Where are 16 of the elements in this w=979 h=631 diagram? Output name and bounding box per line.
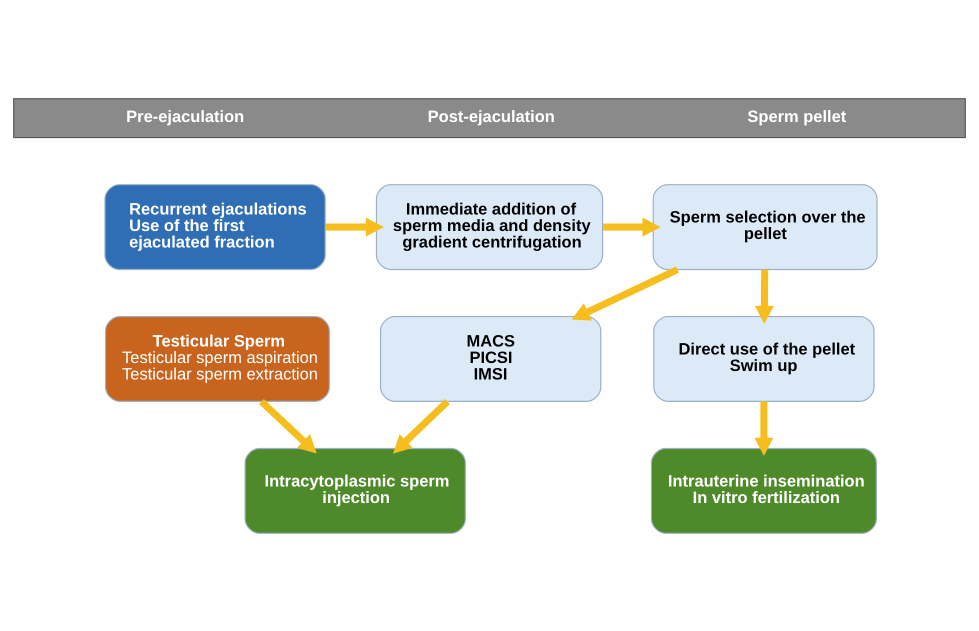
node-box: Sperm selection over the pellet — [652, 184, 878, 270]
arrow — [754, 269, 774, 324]
node-box: Immediate addition of sperm media and density gradient centrifugation — [376, 184, 604, 270]
node-box: Testicular Sperm Testicular sperm aspiration Testicular sperm extraction — [104, 316, 330, 402]
node-box: Intrauterine insemination In vitro fertilization — [650, 447, 877, 534]
arrow — [326, 217, 384, 236]
node-box: Direct use of the pellet Swim up — [653, 316, 875, 402]
arrow — [393, 398, 450, 454]
arrow — [603, 217, 661, 236]
node-box: MACS PICSI IMSI — [380, 316, 602, 402]
arrow — [754, 401, 774, 456]
arrow — [259, 398, 317, 454]
node-box: Recurrent ejaculations Use of the first ejaculated fraction — [104, 184, 326, 270]
node-box: Intracytoplasmic sperm injection — [244, 447, 466, 534]
node-box: Pre-ejaculation Post-ejaculation Sperm pellet — [13, 98, 966, 138]
arrow — [572, 266, 680, 320]
